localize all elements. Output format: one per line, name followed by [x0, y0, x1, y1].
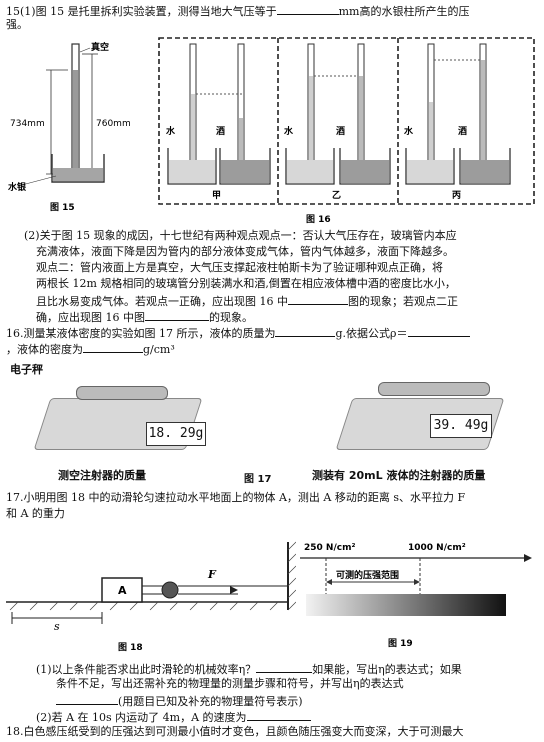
water-label-yi: 水 [284, 125, 294, 137]
q17-line1: 17.小明用图 18 中的动滑轮匀速拉动水平地面上的物体 A，测出 A 移动的距… [6, 491, 466, 504]
pressure-max-label: 1000 N/cm² [408, 543, 466, 553]
figure-18-caption: 图 18 [118, 642, 143, 653]
q17-velocity-blank[interactable] [246, 708, 311, 721]
right-reading: 39. 49g [430, 414, 492, 438]
figure-15: 真空 734mm 760mm 水银 图 15 [8, 41, 131, 213]
q18-line1: 18.白色感压纸受到的压强达到可测最小值时才变色，且颜色随压强变大而变深，大于可… [6, 725, 464, 738]
panel-label-bing: 丙 [452, 190, 461, 201]
fig17-right-caption: 测装有 20mL 液体的注射器的质量 [312, 469, 486, 482]
q16-density-blank[interactable] [83, 340, 143, 353]
height-734-label: 734mm [10, 119, 45, 129]
q17-line2: 和 A 的重力 [6, 507, 65, 520]
q17-sub1-line2: 条件不足，写出还需补充的物理量的测量步骤和符号，并写出η的表达式 [56, 677, 404, 690]
panel-label-yi: 乙 [332, 190, 341, 201]
figure-17: 电子秤 18. 29g 39. 49g 测空注射器的质量 图 17 测装有 20… [6, 358, 536, 488]
mercury-column [73, 70, 78, 174]
vacuum-label: 真空 [91, 41, 109, 53]
panel-yi [285, 43, 391, 185]
left-syringe [76, 386, 168, 400]
range-label: 可测的压强范围 [336, 569, 399, 581]
figure-16-caption: 图 16 [306, 214, 331, 225]
panel-label-jia: 甲 [212, 190, 221, 201]
figure-16: 水 酒 水 酒 水 酒 甲 乙 丙 图 16 [158, 37, 535, 225]
scale-label: 电子秤 [10, 363, 43, 376]
q16-mass-blank[interactable] [275, 324, 336, 337]
block-a [101, 577, 143, 603]
figure-15-caption: 图 15 [50, 202, 75, 213]
q15-part2-blank-2[interactable] [145, 308, 209, 321]
panel-bing [405, 43, 511, 185]
figure-19-caption: 图 19 [388, 638, 413, 649]
mercury-label: 水银 [8, 181, 27, 193]
q15-part2-line4: 两根长 12m 规格相同的玻璃管分别装满水和酒,倒置在相应液体槽中酒的密度比水小… [36, 277, 456, 290]
alcohol-label-yi: 酒 [336, 125, 345, 137]
q15-line2: 强。 [6, 18, 28, 31]
mercury-basin [51, 154, 105, 183]
height-760-label: 760mm [96, 119, 131, 129]
q16-formula-blank[interactable] [407, 324, 470, 337]
pressure-min-label: 250 N/cm² [304, 543, 355, 553]
q15-part2-line3: 观点二：管内液面上方是真空，大气压支撑起液柱帕斯卡为了验证哪种观点正确，将 [36, 261, 443, 274]
q15-part2-line5: 且比水易变成气体。若观点一正确，应出现图 16 中图的现象；若观点二正 [36, 292, 536, 310]
q15-part2-line6: 确，应出现图 16 中图的现象。 [36, 308, 536, 326]
q15-part2-line1: (2)关于图 15 现象的成因，十七世纪有两种观点观点一：否认大气压存在，玻璃管… [24, 229, 457, 242]
force-label: F [207, 568, 217, 581]
panel-jia [167, 43, 271, 185]
left-reading: 18. 29g [146, 422, 206, 446]
q17-sub1-line1: (1)以上条件能否求出此时滑轮的机械效率η？如果能，写出η的表达式；如果 [36, 660, 536, 678]
pressure-gradient-bar [306, 594, 506, 616]
alcohol-label-bing: 酒 [458, 125, 467, 137]
q17-expression-blank[interactable] [56, 692, 118, 705]
fig17-left-caption: 测空注射器的质量 [58, 469, 146, 482]
alcohol-label-jia: 酒 [216, 125, 225, 137]
q17-efficiency-blank[interactable] [256, 660, 313, 673]
figure-18: A F s 图 18 [6, 541, 296, 653]
q15-answer-blank[interactable] [276, 2, 339, 15]
block-a-label: A [118, 584, 127, 597]
figure-19: 250 N/cm² 1000 N/cm² 可测的压强范围 图 19 [300, 543, 532, 649]
q15-part2-blank-1[interactable] [288, 292, 348, 305]
water-label-bing: 水 [404, 125, 414, 137]
pulley [161, 581, 179, 599]
right-syringe [378, 382, 490, 396]
q15-part2-line2: 充满液体，液面下降是因为管内的部分液体变成气体，管内气体越多，液面下降越多。 [36, 245, 454, 258]
distance-label: s [54, 620, 60, 633]
figure-17-caption: 图 17 [244, 474, 272, 485]
water-label-jia: 水 [166, 125, 176, 137]
q17-sub1-line3: (用题目已知及补充的物理量符号表示) [56, 692, 536, 710]
q17-sub2: (2)若 A 在 10s 内运动了 4m，A 的速度为 [36, 708, 536, 726]
